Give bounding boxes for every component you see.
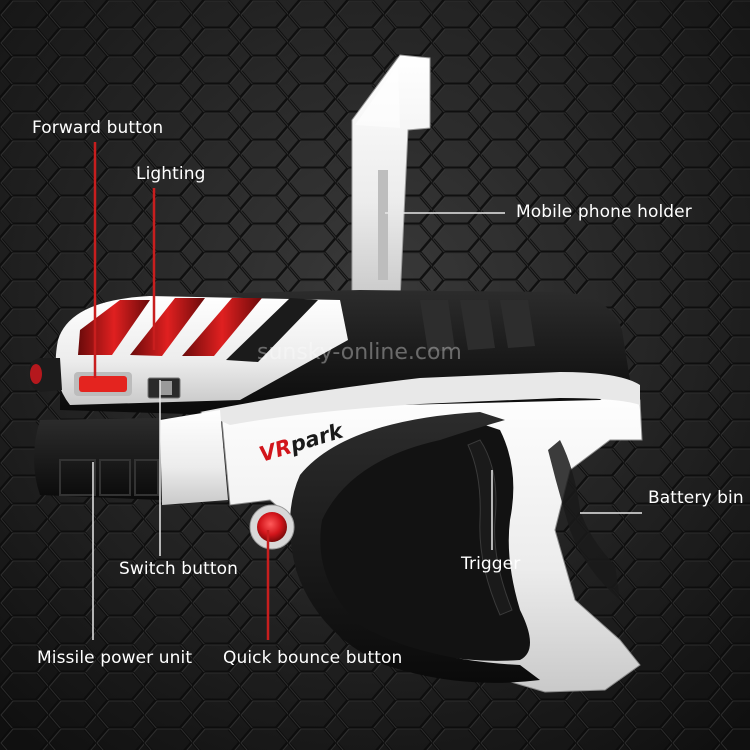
label-quick-bounce-button: Quick bounce button: [223, 648, 403, 668]
label-trigger: Trigger: [461, 554, 521, 574]
leader-lines: [92, 142, 642, 640]
quick-bounce-button-visual: [257, 512, 287, 542]
watermark: sunsky-online.com: [257, 340, 462, 365]
gun-barrel: [29, 290, 640, 425]
missile-power-unit-visual: [34, 410, 228, 505]
label-lighting: Lighting: [136, 164, 206, 184]
label-battery-bin: Battery bin: [648, 488, 744, 508]
label-missile-power-unit: Missile power unit: [37, 648, 193, 668]
label-forward-button: Forward button: [32, 118, 164, 138]
label-mobile-phone-holder: Mobile phone holder: [516, 202, 692, 222]
gun-grip: VRpark: [219, 384, 643, 693]
label-switch-button: Switch button: [119, 559, 238, 579]
forward-button-visual: [79, 376, 127, 392]
